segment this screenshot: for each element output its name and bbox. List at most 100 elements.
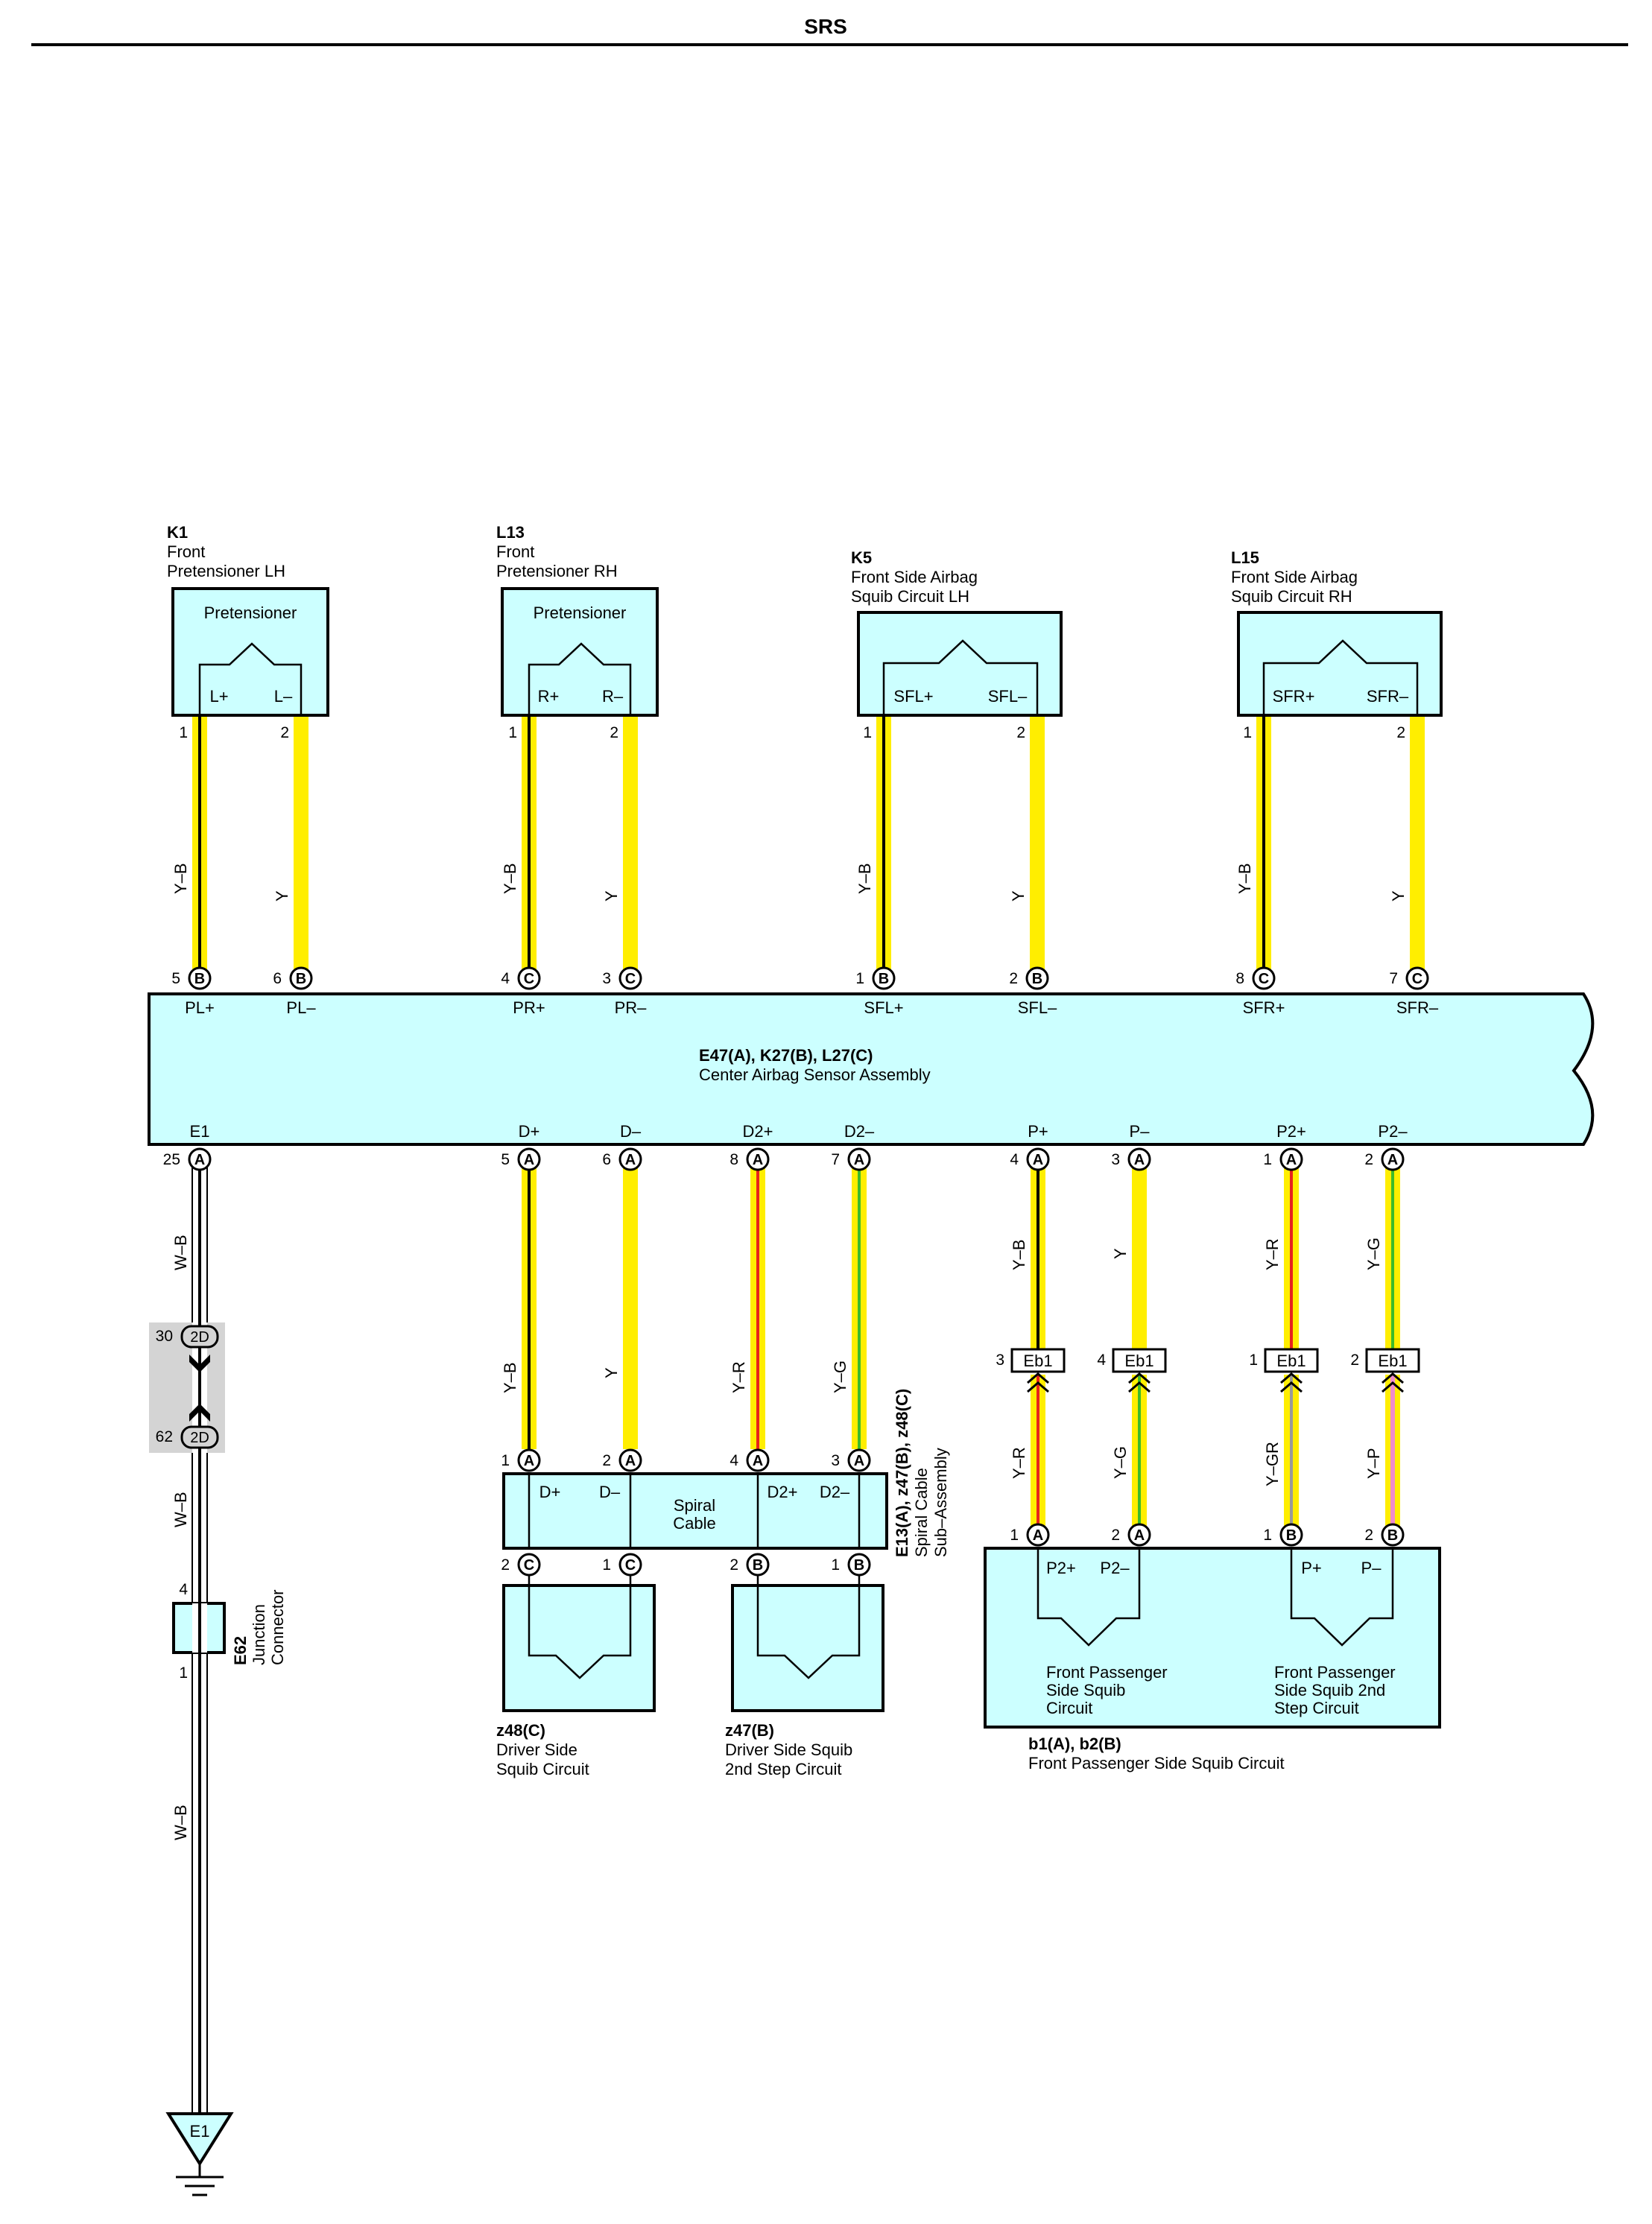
sensor-terminal: D2+ xyxy=(743,1122,773,1141)
component-b1-b2: P2+ P2– P+ P– Front Passenger Side Squib… xyxy=(984,1547,1441,1772)
k5-id: K5 xyxy=(851,548,872,567)
l13-line2: Pretensioner RH xyxy=(496,562,618,580)
svg-text:4: 4 xyxy=(730,1452,738,1469)
k1-id: K1 xyxy=(167,523,188,542)
svg-text:6: 6 xyxy=(602,1151,611,1168)
wire-color-label: W–B xyxy=(171,1492,190,1527)
wire-p-minus-upper xyxy=(1132,1168,1147,1354)
wire-l15-1 xyxy=(1256,715,1271,972)
svg-text:8: 8 xyxy=(730,1151,738,1168)
z47-line2: 2nd Step Circuit xyxy=(725,1760,842,1778)
svg-text:4: 4 xyxy=(1097,1352,1106,1369)
svg-text:2D: 2D xyxy=(190,1430,209,1446)
svg-text:3: 3 xyxy=(602,970,611,987)
spiral-term: D+ xyxy=(539,1483,561,1501)
svg-text:A: A xyxy=(524,1152,534,1168)
svg-text:B: B xyxy=(753,1557,763,1574)
page-title: SRS xyxy=(804,15,847,38)
z48-line2: Squib Circuit xyxy=(496,1760,589,1778)
svg-text:2: 2 xyxy=(1364,1527,1373,1544)
k1-inner: Pretensioner xyxy=(204,603,297,622)
b1-id: b1(A), b2(B) xyxy=(1028,1734,1121,1753)
svg-text:7: 7 xyxy=(831,1151,840,1168)
svg-text:B: B xyxy=(194,971,205,987)
l13-pin-a: R+ xyxy=(538,687,560,706)
svg-text:30: 30 xyxy=(156,1328,173,1345)
svg-text:1: 1 xyxy=(602,1556,611,1574)
wire-color-label: Y–B xyxy=(501,1362,519,1393)
pin-number: 2 xyxy=(1396,724,1405,741)
wire-color-label: Y–P xyxy=(1364,1448,1383,1479)
pin-number: 2 xyxy=(280,724,289,741)
svg-text:A: A xyxy=(753,1453,763,1469)
wire-p-plus-lower xyxy=(1284,1375,1299,1542)
sensor-terminal: P– xyxy=(1130,1122,1151,1141)
l13-line1: Front xyxy=(496,542,534,561)
l13-pin-b: R– xyxy=(602,687,624,706)
k1-line1: Front xyxy=(167,542,205,561)
l15-line1: Front Side Airbag xyxy=(1231,568,1358,586)
svg-text:25: 25 xyxy=(163,1151,180,1168)
ground-triangle-icon xyxy=(165,2112,234,2167)
spiral-name-2: Cable xyxy=(673,1514,715,1533)
passenger-wire-labels: Y–B Y Y–R Y–G Y–R Y–G Y–GR Y–P xyxy=(1010,1238,1383,1486)
sensor-bottom-terminals: E1 D+ D– D2+ D2– P+ P– P2+ P2– xyxy=(190,1122,1408,1141)
wire-color-label: Y–B xyxy=(501,863,519,894)
wire-p2-plus-lower xyxy=(1031,1375,1045,1542)
svg-text:3: 3 xyxy=(996,1352,1004,1369)
svg-text:C: C xyxy=(1412,971,1422,987)
sensor-terminal: PL– xyxy=(286,998,316,1017)
svg-text:Eb1: Eb1 xyxy=(1124,1352,1153,1370)
wire-p2-minus-lower xyxy=(1132,1375,1147,1542)
svg-text:Eb1: Eb1 xyxy=(1378,1352,1407,1370)
e62-id: E62 xyxy=(231,1636,250,1665)
sensor-terminal: P2– xyxy=(1378,1122,1408,1141)
spiral-desc-1: Spiral Cable xyxy=(912,1468,931,1557)
z47-line1: Driver Side Squib xyxy=(725,1740,852,1759)
sensor-id: E47(A), K27(B), L27(C) xyxy=(699,1046,873,1065)
wire-color-label: Y xyxy=(1009,890,1028,902)
svg-text:2: 2 xyxy=(730,1556,738,1574)
wire-color-label: Y xyxy=(1389,890,1408,902)
top-component-pins: 1 2 1 2 1 2 1 2 xyxy=(179,724,1405,741)
b1-term: P2+ xyxy=(1046,1559,1076,1577)
wire-p-plus-upper xyxy=(1031,1168,1045,1354)
l15-pin-b: SFR– xyxy=(1367,687,1409,706)
wire-k5-1 xyxy=(876,715,891,972)
wire-color-label: Y xyxy=(1111,1248,1130,1259)
svg-text:5: 5 xyxy=(501,1151,510,1168)
sensor-terminal: P2+ xyxy=(1276,1122,1306,1141)
svg-text:3: 3 xyxy=(831,1452,840,1469)
svg-text:B: B xyxy=(1286,1527,1297,1544)
driver-wire-labels: Y–B Y Y–R Y–G xyxy=(501,1360,849,1393)
wire-color-label: Y–R xyxy=(1010,1447,1028,1479)
wire-d2-plus xyxy=(750,1168,765,1449)
wire-k5-2 xyxy=(1030,715,1045,972)
svg-text:A: A xyxy=(854,1453,864,1469)
svg-text:A: A xyxy=(1033,1152,1043,1168)
b1-term: P2– xyxy=(1100,1559,1130,1577)
sensor-terminal: PL+ xyxy=(185,998,215,1017)
wire-color-label: Y–B xyxy=(171,863,190,894)
eb1-connector: 1 Eb1 xyxy=(1249,1348,1319,1393)
b1-right-2: Side Squib 2nd xyxy=(1274,1681,1385,1699)
svg-text:Eb1: Eb1 xyxy=(1276,1352,1306,1370)
wire-p-minus-lower xyxy=(1385,1375,1400,1542)
spiral-id: E13(A), z47(B), z48(C) xyxy=(893,1389,911,1557)
sensor-terminal: P+ xyxy=(1028,1122,1048,1141)
wire-l13-2 xyxy=(623,715,638,972)
pin-connector: 30 2D xyxy=(156,1325,219,1349)
svg-text:4: 4 xyxy=(501,970,510,987)
